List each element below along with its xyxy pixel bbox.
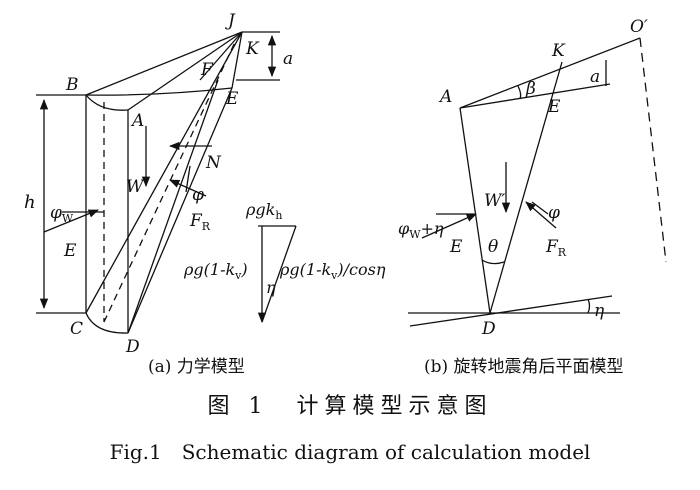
label-E-top: E xyxy=(225,89,239,109)
label-C: C xyxy=(70,319,83,339)
label-phi: φ xyxy=(192,185,204,205)
edge-F-J xyxy=(199,31,243,81)
slip-line-F-D xyxy=(127,79,219,334)
top-curve-B-A xyxy=(85,94,129,111)
label-W: W xyxy=(126,177,145,197)
label-E-left: E xyxy=(63,241,77,261)
triangle-label-eta: η xyxy=(266,278,276,297)
label-F: F xyxy=(200,60,214,80)
label-D-b: D xyxy=(481,319,496,339)
slip-line-J-C xyxy=(85,31,243,314)
triangle-hypotenuse xyxy=(261,225,297,323)
triangle-label-left: ρg(1-kv) xyxy=(183,260,248,282)
label-eta-b: η xyxy=(594,301,605,321)
reaction-normal-ref-b xyxy=(531,201,549,215)
label-beta: β xyxy=(525,79,536,99)
panel-a-labels: J K a B F E A N W h φ φW E FR C D ρgkh ρ… xyxy=(24,11,386,357)
earth-pressure-arrow xyxy=(43,209,99,233)
label-theta: θ xyxy=(488,237,498,257)
reaction-arrow xyxy=(169,179,207,197)
arc-eta xyxy=(587,298,591,314)
panel-b-plane-model xyxy=(408,37,667,327)
panel-a-mechanical-model xyxy=(36,31,297,334)
label-O-prime: O′ xyxy=(630,17,648,37)
panel-b-labels: O′ K A β a E W′ φ φW+η E θ FR D η xyxy=(398,17,648,339)
label-A: A xyxy=(130,111,144,131)
edge-A-O xyxy=(459,37,641,109)
arc-beta xyxy=(517,85,522,100)
label-FR: FR xyxy=(189,211,211,233)
ground-inclined xyxy=(409,295,613,327)
figure-caption-english: Fig.1 Schematic diagram of calculation m… xyxy=(109,440,591,464)
label-J: J xyxy=(225,11,236,31)
edge-A-J xyxy=(127,31,243,111)
label-B: B xyxy=(65,75,79,95)
caption-panel-a: (a) 力学模型 xyxy=(148,357,245,377)
arc-theta xyxy=(481,259,505,265)
label-D: D xyxy=(125,337,140,357)
figure-caption-chinese: 图 1 计算模型示意图 xyxy=(207,394,493,419)
triangle-label-right: ρg(1-kv)/cosη xyxy=(279,260,386,282)
edge-K-D xyxy=(489,61,563,314)
label-a: a xyxy=(283,49,293,69)
edge-A-D xyxy=(459,107,491,314)
label-h: h xyxy=(24,192,36,213)
bottom-curve-C-D xyxy=(85,312,129,334)
edge-B-J xyxy=(85,31,243,96)
label-a-b: a xyxy=(590,67,600,87)
edge-J-E xyxy=(231,31,243,89)
label-W-prime: W′ xyxy=(484,191,505,211)
top-curve-B-E xyxy=(85,87,233,96)
label-phi-w: φW xyxy=(50,203,74,225)
triangle-label-top: ρgkh xyxy=(245,200,282,222)
label-N: N xyxy=(205,153,222,173)
label-K: K xyxy=(245,39,260,59)
reaction-normal-ref xyxy=(185,165,191,193)
dashed-O-line xyxy=(639,37,667,263)
label-K-b: K xyxy=(551,41,566,61)
label-FR-b: FR xyxy=(545,237,567,259)
edge-A-a xyxy=(459,83,611,109)
earth-pressure-arrow-b xyxy=(421,213,477,239)
label-phi-w-eta: φW+η xyxy=(398,219,444,241)
label-E-left-b: E xyxy=(449,237,463,257)
caption-panel-b: (b) 旋转地震角后平面模型 xyxy=(424,357,624,377)
label-phi-b: φ xyxy=(548,203,560,223)
label-E-top-b: E xyxy=(547,97,561,117)
hidden-slip-dashed xyxy=(103,39,237,323)
reaction-arrow-b xyxy=(525,201,557,229)
label-A-b: A xyxy=(438,87,452,107)
slip-line-E-D xyxy=(127,87,233,334)
